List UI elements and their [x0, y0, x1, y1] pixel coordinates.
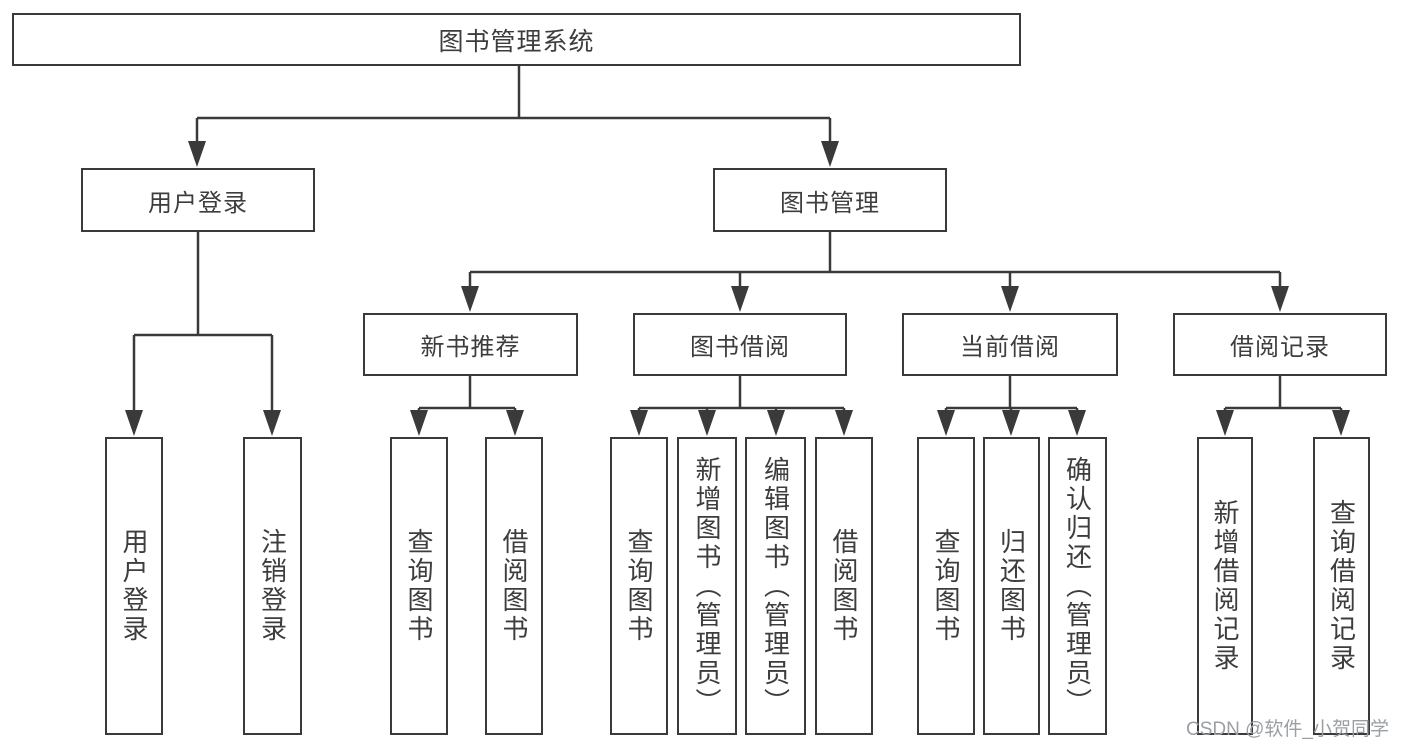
node-leaf-confirm-return-admin: 确认归还（管理员） — [1048, 437, 1107, 735]
node-leaf-query-books-current: 查询图书 — [917, 437, 975, 735]
node-library-system: 图书管理系统 — [12, 13, 1021, 66]
node-new-book-recommendation: 新书推荐 — [363, 313, 578, 376]
leaf-label: 查询图书 — [931, 528, 961, 644]
csdn-watermark: CSDN @软件_小贺同学 — [1186, 719, 1389, 740]
node-leaf-borrow-books: 借阅图书 — [815, 437, 873, 735]
node-leaf-return-books: 归还图书 — [983, 437, 1040, 735]
node-book-management: 图书管理 — [713, 168, 947, 232]
leaf-label: 借阅图书 — [829, 528, 859, 644]
leaf-label: 编辑图书（管理员） — [760, 455, 791, 717]
node-leaf-edit-books-admin: 编辑图书（管理员） — [745, 437, 806, 735]
node-borrowing-records: 借阅记录 — [1173, 313, 1387, 376]
node-book-borrowing: 图书借阅 — [633, 313, 847, 376]
leaf-label: 用户登录 — [119, 528, 149, 644]
node-leaf-borrow-books-recommend: 借阅图书 — [485, 437, 543, 735]
leaf-label: 查询图书 — [404, 528, 434, 644]
node-leaf-query-books-recommend: 查询图书 — [390, 437, 448, 735]
node-leaf-logout: 注销登录 — [243, 437, 302, 735]
leaf-label: 新增图书（管理员） — [692, 455, 722, 717]
node-current-borrowing: 当前借阅 — [902, 313, 1118, 376]
leaf-label: 归还图书 — [996, 528, 1027, 644]
leaf-label: 确认归还（管理员） — [1062, 455, 1093, 717]
leaf-label: 查询图书 — [624, 528, 654, 644]
leaf-label: 注销登录 — [257, 528, 288, 644]
leaf-label: 借阅图书 — [499, 528, 529, 644]
leaf-label: 查询借阅记录 — [1326, 499, 1357, 673]
arrowheads — [125, 141, 1350, 436]
node-leaf-query-books-borrowing: 查询图书 — [610, 437, 668, 735]
node-user-login: 用户登录 — [81, 168, 315, 232]
node-leaf-user-login: 用户登录 — [105, 437, 163, 735]
leaf-label: 新增借阅记录 — [1210, 499, 1240, 673]
node-leaf-query-borrow-record: 查询借阅记录 — [1313, 437, 1370, 735]
node-leaf-add-borrow-record: 新增借阅记录 — [1197, 437, 1253, 735]
node-leaf-add-books-admin: 新增图书（管理员） — [677, 437, 737, 735]
